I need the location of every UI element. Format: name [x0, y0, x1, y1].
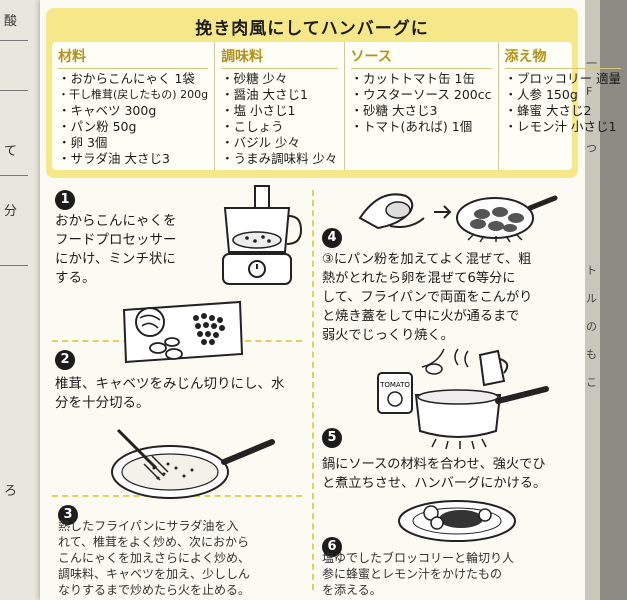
step-number: 2	[55, 350, 75, 370]
list-item: ・こしょう	[221, 119, 284, 134]
step-number: 5	[322, 428, 342, 448]
edge-text: ル	[586, 292, 597, 305]
step-4-text: ③にパン粉を加えてよく混ぜて、粗 熱がとれたら卵を混ぜて6等分に して、フライパ…	[322, 250, 532, 345]
step-line: 調味料、キャベツを加え、少ししん	[58, 567, 251, 581]
step-number: 4	[322, 228, 342, 248]
edge-text: 酸	[4, 14, 18, 29]
step-line: おからこんにゃくを	[55, 213, 177, 229]
list-item: ・パン粉 50g	[58, 119, 137, 134]
step-line: れて、椎茸をよく炒め、次におから	[58, 535, 250, 549]
list-item: ・ウスターソース 200cc	[350, 87, 492, 102]
list-item: ・砂糖 大さじ3	[350, 103, 438, 118]
sauce-pot-icon: TOMATO	[377, 348, 549, 450]
edge-text: 分	[4, 204, 18, 219]
edge-text: も	[586, 348, 597, 361]
step-line: 鍋にソースの材料を合わせ、強火でひ	[322, 457, 546, 472]
edge-line	[0, 40, 28, 41]
step-line: する。	[55, 270, 96, 286]
step-line: ③にパン粉を加えてよく混ぜて、粗	[322, 252, 532, 267]
step-line: して、フライパンで両面をこんがり	[322, 290, 533, 305]
list-item: ・砂糖 少々	[221, 71, 288, 86]
step-number: 6	[322, 537, 342, 557]
list-item: ・レモン汁 小さじ1	[504, 119, 617, 134]
step-line: なりするまで炒めたら火を止める。	[58, 583, 251, 597]
list-item: ・トマト(あれば) 1個	[350, 119, 473, 134]
list-item: ・干し椎茸(戻したもの) 200g	[58, 88, 209, 101]
dashed-divider	[312, 190, 314, 590]
frying-pan-icon	[111, 428, 275, 499]
list-item: ・キャベツ 300g	[58, 103, 157, 118]
step-line: 分を十分切る。	[55, 395, 150, 411]
edge-text: ろ	[4, 484, 18, 499]
step-3-text: 熱したフライパンにサラダ油を入 れて、椎茸をよく炒め、次におから こんにゃくを加…	[58, 518, 250, 598]
step-line: にかけ、ミンチ状に	[55, 251, 176, 267]
column-heading: 調味料	[221, 46, 338, 69]
column-ingredients: 材料 ・おからこんにゃく 1袋 ・干し椎茸(戻したもの) 200g ・キャベツ …	[52, 42, 216, 170]
step-2-text: 椎茸、キャベツをみじん切りにし、水 分を十分切る。	[55, 375, 285, 413]
step-line: 弱火でじっくり焼く。	[322, 328, 454, 343]
list-item: ・卵 3個	[58, 135, 108, 150]
edge-text: 一	[586, 57, 597, 70]
step-6-text: 塩ゆでしたブロッコリーと輪切り人 参に蜂蜜とレモン汁をかけたもの を添える。	[322, 550, 514, 598]
edge-text: こ	[586, 376, 597, 389]
right-edge-panel: 一 F つ ト ル の も こ	[585, 0, 600, 600]
column-heading: ソース	[350, 46, 492, 69]
step-1-text: おからこんにゃくを フードプロセッサー にかけ、ミンチ状に する。	[55, 212, 177, 288]
step-line: こんにゃくを加えさらによく炒め、	[58, 551, 251, 565]
step-line: と煮立ちさせ、ハンバーグにかける。	[322, 476, 547, 491]
list-item: ・塩 小さじ1	[221, 103, 296, 118]
edge-line	[0, 175, 28, 176]
list-item: ・人参 150g	[504, 87, 578, 102]
cutting-board-icon	[122, 300, 244, 364]
step-5-text: 鍋にソースの材料を合わせ、強火でひ と煮立ちさせ、ハンバーグにかける。	[322, 455, 546, 493]
edge-text: の	[586, 320, 597, 333]
edge-text: F	[586, 85, 593, 98]
edge-text: て	[4, 144, 18, 159]
list-item: ・ブロッコリー 適量	[504, 71, 621, 86]
step-line: 熱がとれたら卵を混ぜて6等分に	[322, 271, 516, 286]
recipe-title: 挽き肉風にしてハンバーグに	[195, 19, 429, 39]
column-sauce: ソース ・カットトマト缶 1缶 ・ウスターソース 200cc ・砂糖 大さじ3 …	[345, 42, 499, 170]
column-heading: 材料	[58, 46, 209, 69]
column-heading: 添え物	[504, 46, 621, 69]
edge-text: ト	[586, 264, 597, 277]
step-line: フードプロセッサー	[55, 232, 177, 248]
list-item: ・サラダ油 大さじ3	[58, 151, 170, 166]
list-item: ・蜂蜜 大さじ2	[504, 103, 592, 118]
left-edge-panel: 酸 て 分 ろ	[0, 0, 40, 600]
column-seasonings: 調味料 ・砂糖 少々 ・醤油 大さじ1 ・塩 小さじ1 ・こしょう ・バジル 少…	[215, 42, 345, 170]
step-line: 参に蜂蜜とレモン汁をかけたもの	[322, 567, 503, 581]
step-number: 1	[55, 190, 75, 210]
list-item: ・おからこんにゃく 1袋	[58, 71, 195, 86]
food-processor-icon	[222, 185, 303, 285]
list-item: ・醤油 大さじ1	[221, 87, 308, 102]
step-line: と焼き蓋をして中に火が通るまで	[322, 309, 520, 324]
step-line: 熱したフライパンにサラダ油を入	[58, 519, 239, 533]
edge-text: つ	[586, 142, 597, 155]
step-number: 3	[58, 505, 78, 525]
edge-line	[0, 90, 28, 91]
list-item: ・うまみ調味料 少々	[221, 151, 338, 166]
list-item: ・カットトマト缶 1缶	[350, 71, 475, 86]
can-label: TOMATO	[379, 381, 410, 389]
step-line: 椎茸、キャベツをみじん切りにし、水	[55, 376, 285, 392]
column-sides: 添え物 ・ブロッコリー 適量 ・人参 150g ・蜂蜜 大さじ2 ・レモン汁 小…	[499, 42, 627, 170]
list-item: ・バジル 少々	[221, 135, 301, 150]
ingredients-box: 挽き肉風にしてハンバーグに 材料 ・おからこんにゃく 1袋 ・干し椎茸(戻したも…	[46, 8, 621, 178]
hands-shaping-patty-icon	[358, 193, 558, 243]
step-line: 塩ゆでしたブロッコリーと輪切り人	[322, 551, 515, 565]
plate-icon	[398, 500, 516, 542]
edge-line	[0, 265, 28, 266]
ingredient-columns: 材料 ・おからこんにゃく 1袋 ・干し椎茸(戻したもの) 200g ・キャベツ …	[52, 42, 621, 170]
step-line: を添える。	[322, 583, 382, 597]
